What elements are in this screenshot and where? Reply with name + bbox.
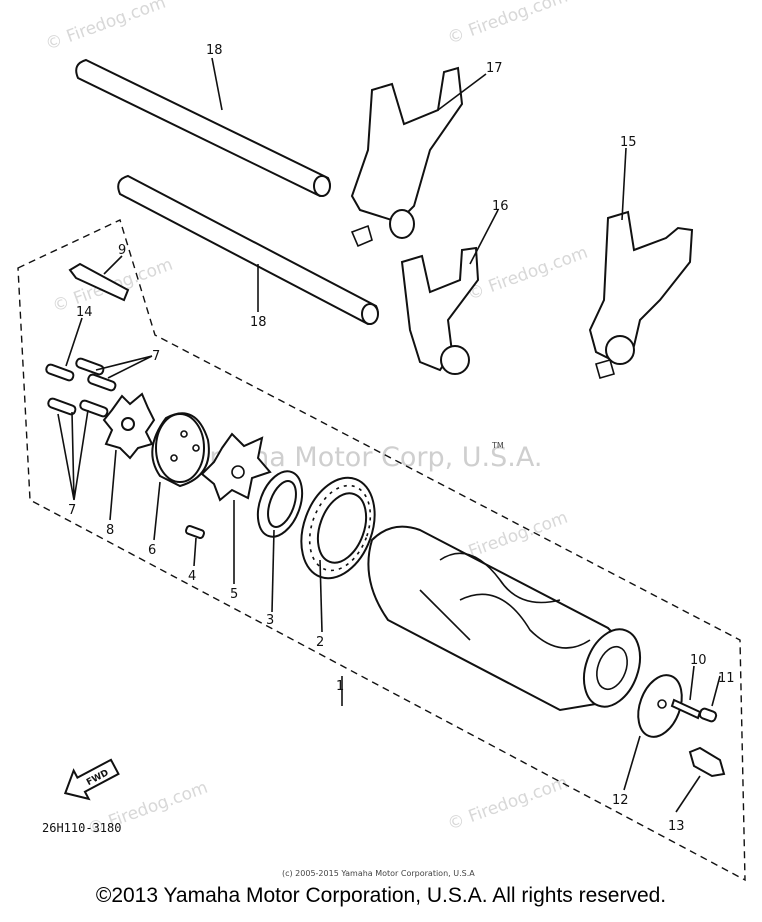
- callout-4: 4: [188, 569, 196, 584]
- shift-fork-15: [588, 210, 694, 379]
- diagram-code: 26H110-3180: [42, 821, 121, 835]
- pin-4: [185, 525, 205, 539]
- callout-10: 10: [690, 653, 707, 668]
- callout-7: 7: [152, 349, 160, 364]
- bearing-2: [300, 476, 376, 580]
- shift-shaft-lower: [117, 174, 379, 326]
- callout-7: 7: [68, 503, 76, 518]
- callout-18: 18: [206, 43, 223, 58]
- callout-8: 8: [106, 523, 114, 538]
- callout-9: 9: [118, 243, 126, 258]
- callout-5: 5: [230, 587, 238, 602]
- footer-copyright: ©2013 Yamaha Motor Corporation, U.S.A. A…: [95, 884, 667, 907]
- callout-16: 16: [492, 199, 509, 214]
- screw-13: [688, 746, 726, 778]
- callout-13: 13: [668, 819, 685, 834]
- callout-6: 6: [148, 543, 156, 558]
- callout-17: 17: [486, 61, 503, 76]
- spring-10: [670, 698, 702, 720]
- callout-2: 2: [316, 635, 324, 650]
- callout-1: 1: [336, 679, 344, 694]
- small-copyright: (c) 2005-2015 Yamaha Motor Corporation, …: [282, 869, 475, 878]
- shift-fork-16: [400, 246, 480, 375]
- watermark-firedog: © Firedog.com: [465, 243, 591, 305]
- fwd-arrow: FWD: [63, 758, 120, 801]
- segment-6: [151, 412, 210, 488]
- shift-drum-1: [367, 525, 642, 712]
- watermark-firedog: © Firedog.com: [445, 0, 571, 49]
- plate-12: [637, 674, 683, 738]
- shift-shaft-upper: [75, 58, 331, 198]
- callouts: 18 17 16 15 18 9 14 7 7 8 6 4 5 3 2 1 10…: [68, 43, 735, 834]
- watermark-firedog: © Firedog.com: [445, 773, 571, 835]
- shift-fork-17: [350, 66, 464, 248]
- cam-plate-5: [200, 432, 272, 502]
- callout-14: 14: [76, 305, 93, 320]
- callout-12: 12: [612, 793, 629, 808]
- callout-3: 3: [266, 613, 274, 628]
- screw-9: [68, 262, 130, 302]
- watermark-firedog: © Firedog.com: [43, 0, 169, 55]
- callout-11: 11: [718, 671, 735, 686]
- segment-plate-8: [102, 392, 156, 460]
- pin-11: [698, 707, 718, 723]
- leader-lines: [57, 57, 721, 813]
- circlip-3: [256, 470, 304, 538]
- watermark-tm: TM: [491, 441, 504, 450]
- assembly-boundary: [17, 219, 746, 882]
- pins-7-14: [45, 357, 117, 418]
- callout-15: 15: [620, 135, 637, 150]
- callout-18: 18: [250, 315, 267, 330]
